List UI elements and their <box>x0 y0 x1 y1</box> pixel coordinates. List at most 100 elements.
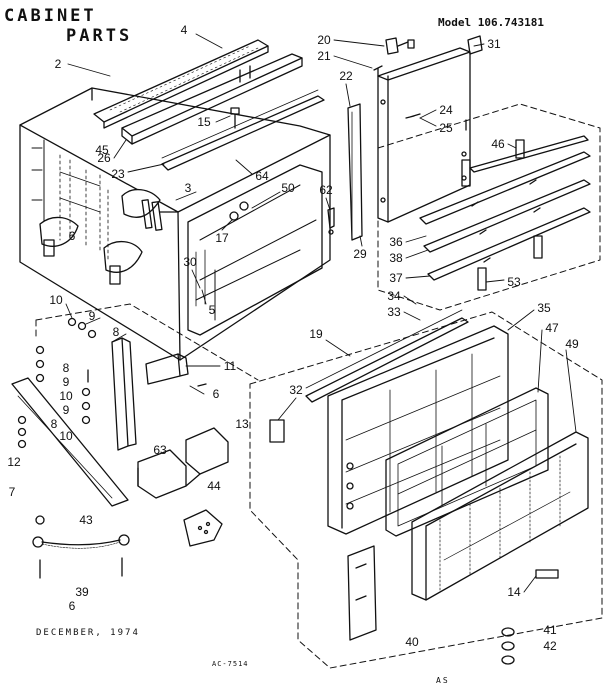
leader-line <box>405 249 429 259</box>
screw-62 <box>327 207 335 235</box>
posts-46-53 <box>461 139 543 291</box>
leader-line <box>175 191 197 201</box>
part-callout: 37 <box>389 271 403 285</box>
mounting-hardware <box>11 317 229 579</box>
part-callout: 34 <box>387 289 401 303</box>
leader-line <box>523 575 537 593</box>
front-group-box <box>249 311 603 669</box>
part-callout: 63 <box>153 443 167 457</box>
part-callout: 29 <box>353 247 367 261</box>
part-callout: 3 <box>184 181 192 195</box>
leader-line <box>419 109 437 119</box>
screws-24-25 <box>405 113 421 119</box>
leader-line <box>235 159 253 175</box>
part-callout: 20 <box>317 33 331 47</box>
part-callout: 25 <box>439 121 453 135</box>
part-callout: 62 <box>319 183 333 197</box>
part-callout: 42 <box>543 639 557 653</box>
part-callout: 19 <box>309 327 323 341</box>
part-callout: 10 <box>49 293 63 307</box>
part-callout: 38 <box>389 251 403 265</box>
part-callout: 32 <box>289 383 303 397</box>
part-callout: 13 <box>235 417 249 431</box>
leader-line <box>507 143 517 149</box>
cabinet-shell <box>19 87 331 361</box>
top-channel <box>121 53 303 145</box>
leader-line <box>251 191 281 209</box>
leader-line <box>403 311 421 321</box>
leader-line <box>333 39 385 47</box>
leader-line <box>473 43 485 47</box>
filter-49 <box>411 431 589 601</box>
corner-mark: AS <box>436 676 450 685</box>
part-callout: 6 <box>68 229 76 243</box>
screw-21 <box>373 65 383 77</box>
leader-line <box>419 117 437 127</box>
strip-19 <box>305 309 469 403</box>
left-group-box <box>35 303 259 381</box>
part-callout: 8 <box>50 417 58 431</box>
part-callout: 9 <box>62 375 70 389</box>
screws-17-50 <box>229 201 249 221</box>
part-callout: 33 <box>387 305 401 319</box>
top-seal <box>93 39 269 129</box>
part-callout: 21 <box>317 49 331 63</box>
leader-line <box>325 339 351 357</box>
part-callout: 5 <box>208 303 216 317</box>
front-grille-35 <box>327 325 509 535</box>
filter-frame-47 <box>385 387 549 537</box>
side-rail-22 <box>347 103 363 241</box>
part-callout: 50 <box>281 181 295 195</box>
leader-line <box>215 115 231 123</box>
part-callout: 11 <box>223 359 237 373</box>
part-callout: 35 <box>537 301 551 315</box>
part-callout: 6 <box>68 599 76 613</box>
leader-line <box>537 329 543 393</box>
part-callout: 17 <box>215 231 229 245</box>
knobs-40-42 <box>501 627 515 665</box>
part-callout: 15 <box>197 115 211 129</box>
part-callout: 47 <box>545 321 559 335</box>
part-callout: 64 <box>255 169 269 183</box>
drawing-ref: AC-7514 <box>212 660 249 668</box>
leader-line <box>565 349 577 433</box>
part-callout: 9 <box>88 309 96 323</box>
leader-line <box>191 269 201 289</box>
part-callout: 26 <box>97 151 111 165</box>
panel-45 <box>347 545 377 641</box>
leader-line <box>405 275 431 279</box>
part-callout: 31 <box>487 37 501 51</box>
leader-line <box>67 63 111 77</box>
part-callout: 44 <box>207 479 221 493</box>
part-callout: 12 <box>7 455 21 469</box>
part-callout: 4 <box>180 23 188 37</box>
part-callout: 23 <box>111 167 125 181</box>
part-callout: 10 <box>59 389 73 403</box>
part-callout: 7 <box>8 485 16 499</box>
top-strip <box>161 89 325 171</box>
leader-line <box>345 83 351 107</box>
part-callout: 40 <box>405 635 419 649</box>
part-callout: 49 <box>565 337 579 351</box>
part-callout: 53 <box>507 275 521 289</box>
rear-panel <box>377 47 471 223</box>
part-callout: 8 <box>112 325 120 339</box>
part-callout: 9 <box>62 403 70 417</box>
leader-line <box>85 317 101 325</box>
leader-line <box>65 303 73 319</box>
model-number: Model 106.743181 <box>438 16 544 29</box>
clip-31 <box>467 35 483 55</box>
leader-line <box>507 309 535 331</box>
part-callout: 41 <box>543 623 557 637</box>
title-parts: PARTS <box>66 26 133 46</box>
part-callout: 30 <box>183 255 197 269</box>
date-label: DECEMBER, 1974 <box>36 628 140 638</box>
leader-line <box>195 33 223 49</box>
rails-group-box <box>377 103 601 311</box>
part-callout: 36 <box>389 235 403 249</box>
leader-line <box>201 289 207 305</box>
part-callout: 14 <box>507 585 521 599</box>
leader-line <box>403 295 417 305</box>
